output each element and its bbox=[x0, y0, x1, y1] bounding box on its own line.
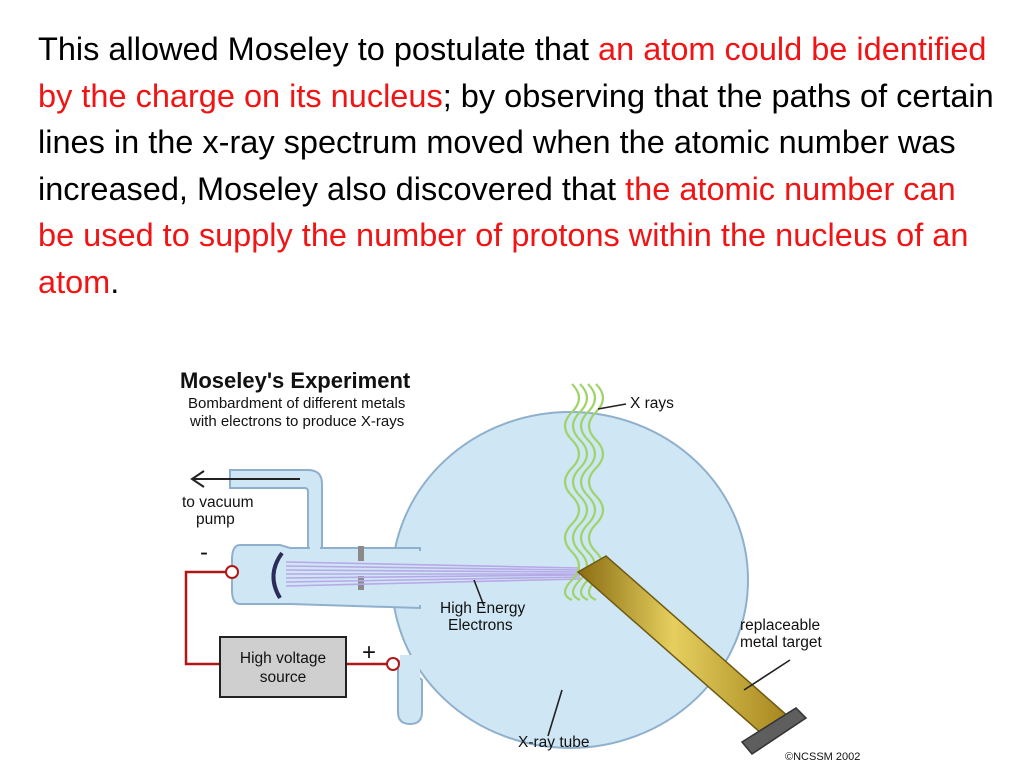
metal-target bbox=[576, 555, 808, 755]
source-label-line1: High voltage bbox=[240, 650, 326, 667]
text-segment: . bbox=[110, 263, 120, 300]
vacuum-arrow bbox=[190, 470, 300, 488]
diagram-subtitle-line2: with electrons to produce X-rays bbox=[189, 413, 404, 430]
xrays-label: X rays bbox=[630, 395, 674, 412]
plus-sign: + bbox=[362, 639, 376, 666]
body-paragraph: This allowed Moseley to postulate that a… bbox=[38, 26, 998, 305]
vacuum-label-line1: to vacuum bbox=[182, 494, 254, 511]
minus-sign: - bbox=[200, 539, 208, 566]
highlight-atom-identity: an atom could be identified by the charg… bbox=[38, 31, 987, 114]
circuit-wires bbox=[184, 570, 390, 666]
source-label-line2: source bbox=[260, 669, 307, 686]
electrons-label-line1: High Energy bbox=[440, 600, 526, 617]
diagram-title: Moseley's Experiment bbox=[180, 368, 411, 393]
tube-label: X-ray tube bbox=[518, 734, 590, 751]
leader-lines bbox=[473, 403, 791, 737]
high-voltage-source-box bbox=[219, 636, 347, 698]
aperture-plates bbox=[358, 546, 364, 590]
vacuum-label-line2: pump bbox=[196, 511, 235, 528]
electron-beam bbox=[285, 561, 581, 587]
target-label-line2: metal target bbox=[740, 634, 823, 651]
target-label-line1: replaceable bbox=[740, 617, 820, 634]
electrons-label-line2: Electrons bbox=[448, 617, 513, 634]
text-segment: This allowed Moseley to postulate that bbox=[38, 31, 599, 67]
highlight-atomic-number: the atomic number can be used to supply … bbox=[38, 170, 969, 300]
text-segment: ; by observing that the paths of certain… bbox=[38, 77, 994, 207]
moseley-diagram: Moseley's Experiment Bombardment of diff… bbox=[180, 368, 860, 763]
cathode bbox=[271, 551, 284, 600]
electrode-terminals bbox=[225, 565, 400, 671]
diagram-subtitle-line1: Bombardment of different metals bbox=[188, 395, 405, 412]
copyright: ©NCSSM 2002 bbox=[785, 751, 860, 763]
